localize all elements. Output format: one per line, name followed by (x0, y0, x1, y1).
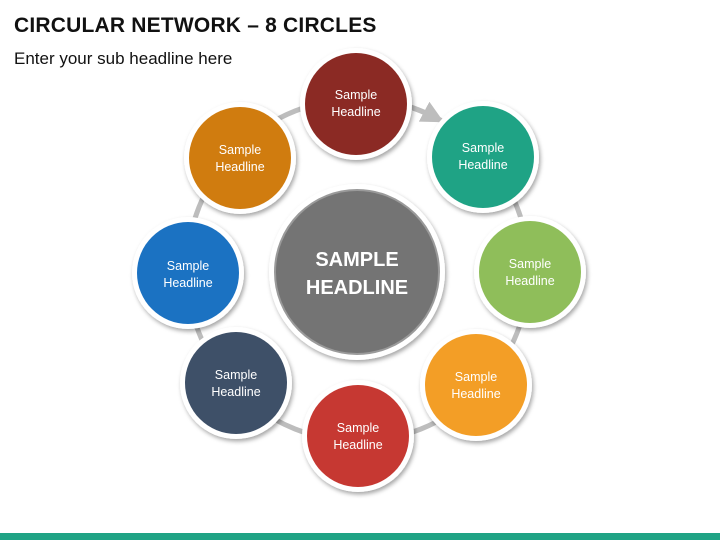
node-circle-8: Sample Headline (184, 102, 296, 214)
center-circle: SAMPLE HEADLINE (269, 184, 445, 360)
node-circle-1: Sample Headline (300, 48, 412, 160)
node-4-label-line1: Sample (455, 370, 497, 384)
node-2-label-line2: Headline (458, 158, 507, 172)
node-circle-3: Sample Headline (474, 216, 586, 328)
node-1-label-line1: Sample (335, 88, 377, 102)
footer-accent-bar (0, 533, 720, 540)
node-7-label-line2: Headline (163, 276, 212, 290)
node-3-label-line1: Sample (509, 257, 551, 271)
page-subtitle: Enter your sub headline here (14, 49, 233, 68)
page-title: CIRCULAR NETWORK – 8 CIRCLES (14, 14, 377, 37)
node-7-label-line1: Sample (167, 259, 209, 273)
node-8-label-line1: Sample (219, 143, 261, 157)
node-5-label-line1: Sample (337, 421, 379, 435)
node-circle-5: Sample Headline (302, 380, 414, 492)
node-5-label-line2: Headline (333, 438, 382, 452)
center-label-line1: SAMPLE (315, 249, 398, 271)
node-circle-7: Sample Headline (132, 217, 244, 329)
node-4-label-line2: Headline (451, 387, 500, 401)
node-circle-2: Sample Headline (427, 101, 539, 213)
node-6-label-line2: Headline (211, 385, 260, 399)
node-circle-4: Sample Headline (420, 329, 532, 441)
node-2-label-line1: Sample (462, 141, 504, 155)
center-label-line2: HEADLINE (306, 277, 408, 299)
node-8-label-line2: Headline (215, 160, 264, 174)
node-3-label-line2: Headline (505, 274, 554, 288)
node-6-label-line1: Sample (215, 368, 257, 382)
node-circle-6: Sample Headline (180, 327, 292, 439)
node-1-label-line2: Headline (331, 105, 380, 119)
